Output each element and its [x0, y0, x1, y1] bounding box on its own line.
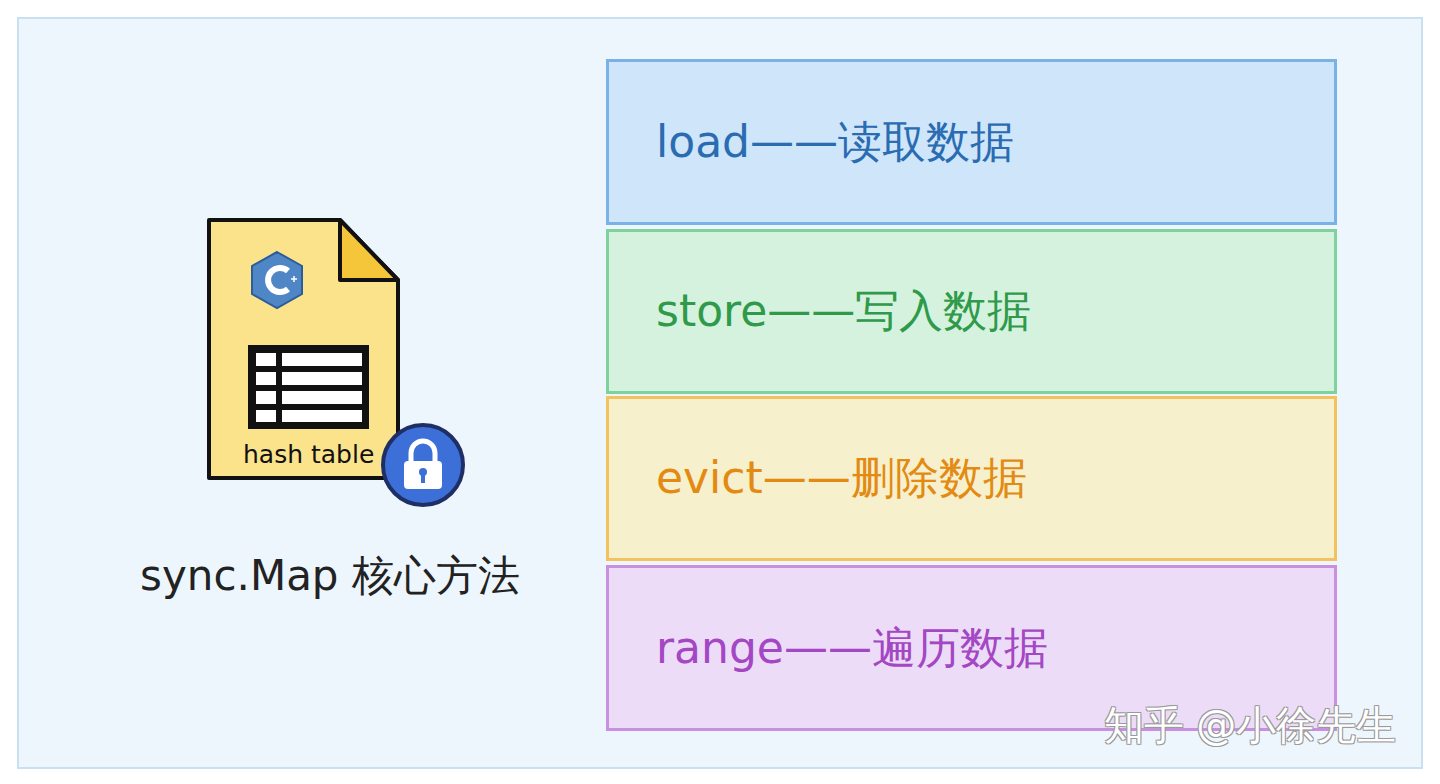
method-label: load——读取数据	[609, 117, 1014, 168]
method-label: store——写入数据	[609, 286, 1031, 337]
lock-icon	[383, 425, 463, 505]
method-band: evict——删除数据	[606, 396, 1337, 561]
method-band: load——读取数据	[606, 59, 1337, 225]
file-body	[209, 220, 398, 478]
method-band: store——写入数据	[606, 229, 1337, 394]
method-label: range——遍历数据	[609, 623, 1048, 674]
file-icon: hash table	[207, 218, 400, 480]
watermark: 知乎 @小徐先生	[1080, 698, 1420, 753]
file-fold	[340, 220, 398, 280]
method-label: evict——删除数据	[609, 453, 1027, 504]
outer-panel	[18, 18, 1422, 768]
file-label: hash table	[243, 440, 374, 469]
table-icon	[248, 345, 369, 429]
cpp-logo	[252, 252, 302, 308]
diagram-caption: sync.Map 核心方法	[100, 548, 560, 604]
